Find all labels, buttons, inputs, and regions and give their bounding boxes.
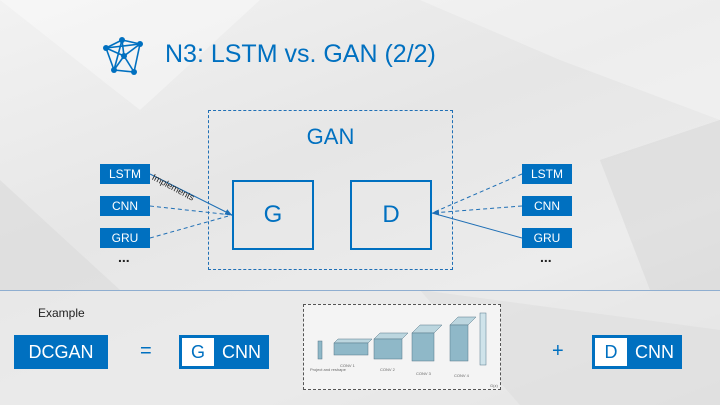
generator-box: G: [232, 180, 314, 250]
plus-sign: +: [552, 340, 564, 362]
network-graph-icon: [103, 37, 143, 75]
gan-container: [208, 110, 453, 270]
svg-text:CONV 2: CONV 2: [380, 367, 396, 372]
example-label: Example: [38, 306, 85, 320]
architecture-diagram-icon: Project and reshape CONV 1 CONV 2 CONV 3 C…: [310, 312, 498, 388]
left-ellipsis: ...: [118, 249, 130, 265]
edge-lstm-g: [149, 173, 233, 216]
slide-title: N3: LSTM vs. GAN (2/2): [165, 40, 436, 68]
svg-text:G(z): G(z): [490, 383, 498, 388]
right-input-lstm: LSTM: [522, 164, 572, 184]
svg-text:Project and reshape: Project and reshape: [310, 367, 347, 372]
generator-letter: G: [181, 337, 215, 367]
section-divider: [0, 290, 720, 291]
edge-gru-d: [431, 212, 523, 239]
left-input-lstm: LSTM: [100, 164, 150, 184]
edge-cnn-d: [431, 205, 523, 216]
dcgan-architecture-figure: Project and reshape CONV 1 CONV 2 CONV 3 C…: [303, 304, 501, 390]
generator-network: CNN: [222, 341, 261, 362]
right-input-cnn: CNN: [522, 196, 572, 216]
left-input-cnn: CNN: [100, 196, 150, 216]
svg-text:CONV 3: CONV 3: [416, 371, 432, 376]
dcgan-box: DCGAN: [14, 335, 108, 369]
equals-sign: =: [140, 340, 152, 362]
discriminator-box: D: [350, 180, 432, 250]
gan-label: GAN: [306, 124, 355, 149]
discriminator-cnn-box: D CNN: [592, 335, 682, 369]
discriminator-letter: D: [594, 337, 628, 367]
right-ellipsis: ...: [540, 249, 552, 265]
edge-gru-g: [149, 214, 233, 239]
left-input-gru: GRU: [100, 228, 150, 248]
right-input-gru: GRU: [522, 228, 572, 248]
svg-text:CONV 1: CONV 1: [340, 363, 356, 368]
discriminator-network: CNN: [635, 341, 674, 362]
generator-cnn-box: G CNN: [179, 335, 269, 369]
edge-lstm-d: [431, 173, 523, 214]
svg-text:CONV 4: CONV 4: [454, 373, 470, 378]
